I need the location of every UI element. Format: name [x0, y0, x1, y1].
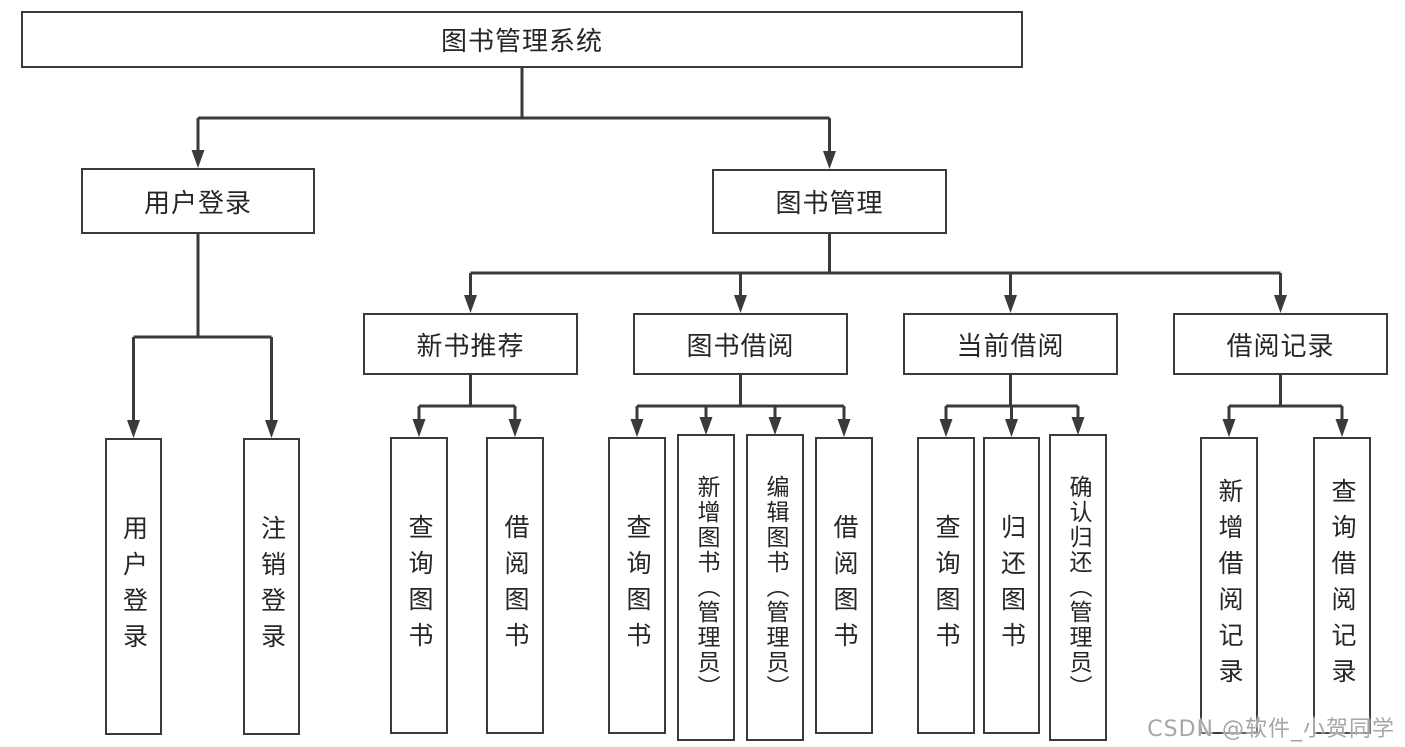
leaf-cb-return-books-label: 归还图书 [997, 513, 1027, 658]
connector-new-book-recommend-branch [417, 375, 517, 421]
node-book-management: 图书管理 [712, 169, 947, 234]
node-current-borrow: 当前借阅 [903, 313, 1118, 375]
root-node-library-management-system: 图书管理系统 [21, 11, 1023, 68]
leaf-user-login-label: 用户登录 [119, 514, 149, 659]
connector-book-management-branch [469, 234, 1282, 297]
node-new-book-recommend: 新书推荐 [363, 313, 578, 375]
node-user-login: 用户登录 [81, 168, 315, 234]
leaf-nbr-borrow-books: 借阅图书 [486, 437, 544, 734]
connector-root-to-level2 [196, 68, 831, 153]
leaf-nbr-query-books-label: 查询图书 [405, 513, 434, 658]
leaf-nbr-query-books: 查询图书 [390, 437, 448, 734]
leaf-cb-return-books: 归还图书 [983, 437, 1040, 734]
connector-new-book-recommend-arrowheads [412, 419, 522, 437]
leaf-bb-add-books-admin-label: 新增图书（管理员） [693, 475, 719, 700]
connector-root-arrowheads [191, 150, 836, 169]
leaf-cb-query-books: 查询图书 [917, 437, 975, 734]
leaf-br-query-record-label: 查询借阅记录 [1328, 477, 1357, 694]
leaf-nbr-borrow-books-label: 借阅图书 [501, 513, 530, 658]
leaf-bb-edit-books-admin-label: 编辑图书（管理员） [762, 475, 788, 700]
leaf-br-add-record-label: 新增借阅记录 [1215, 477, 1244, 694]
connector-current-borrow-arrowheads [939, 417, 1085, 437]
leaf-bb-edit-books-admin: 编辑图书（管理员） [746, 434, 804, 741]
connector-book-management-arrowheads [464, 295, 1287, 313]
connector-borrow-records-branch [1227, 375, 1344, 421]
connector-user-login-branch [132, 234, 273, 422]
node-book-borrow: 图书借阅 [633, 313, 848, 375]
node-borrow-records: 借阅记录 [1173, 313, 1388, 375]
leaf-logout-label: 注销登录 [257, 514, 287, 659]
leaf-logout: 注销登录 [243, 438, 300, 735]
leaf-bb-borrow-books-label: 借阅图书 [830, 513, 859, 658]
leaf-br-query-record: 查询借阅记录 [1313, 437, 1371, 734]
csdn-watermark: CSDN @软件_小贺同学 [1147, 717, 1395, 742]
connector-user-login-arrowheads [127, 420, 278, 438]
connector-book-borrow-branch [635, 375, 846, 421]
leaf-cb-confirm-return-admin-label: 确认归还（管理员） [1065, 475, 1091, 700]
leaf-br-add-record: 新增借阅记录 [1200, 437, 1258, 734]
connector-current-borrow-branch [944, 375, 1080, 421]
connector-book-borrow-arrowheads [630, 417, 851, 437]
leaf-cb-confirm-return-admin: 确认归还（管理员） [1049, 434, 1107, 741]
leaf-cb-query-books-label: 查询图书 [932, 513, 961, 658]
leaf-bb-query-books-label: 查询图书 [623, 513, 652, 658]
leaf-bb-query-books: 查询图书 [608, 437, 666, 734]
leaf-bb-add-books-admin: 新增图书（管理员） [677, 434, 735, 741]
leaf-user-login: 用户登录 [105, 438, 162, 735]
leaf-bb-borrow-books: 借阅图书 [815, 437, 873, 734]
connector-borrow-records-arrowheads [1222, 419, 1349, 437]
